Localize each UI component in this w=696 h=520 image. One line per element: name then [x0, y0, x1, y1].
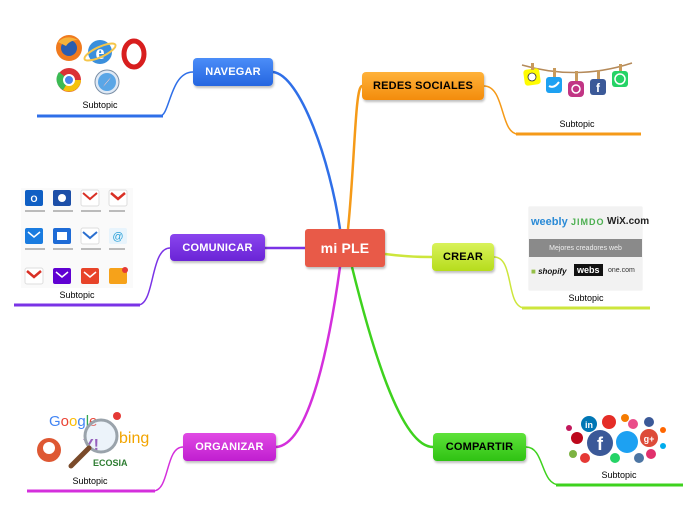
notification-mail-icon [109, 267, 128, 284]
snapchat-icon [523, 68, 541, 86]
facebook-icon: f [590, 79, 606, 95]
topic-crear-label: CREAR [442, 251, 484, 263]
topic-organizar-label: ORGANIZAR [195, 441, 264, 453]
link-organizar-sub [152, 446, 184, 492]
webs-logo: webs [574, 264, 603, 276]
gmail-red-icon [24, 267, 44, 285]
firefox-icon [56, 35, 82, 61]
link-redes-sub [483, 85, 519, 135]
subtopic-crear[interactable]: Subtopic [568, 293, 604, 303]
svg-text:g+: g+ [644, 434, 655, 444]
topic-navegar-label: NAVEGAR [205, 66, 261, 78]
link-crear [384, 252, 433, 259]
topic-redes-label: REDES SOCIALES [373, 80, 473, 92]
twitter-icon [616, 431, 638, 453]
weebly-logo: weebly [531, 216, 568, 228]
central-topic-label: mi PLE [320, 240, 370, 256]
subtopic-redes-sociales[interactable]: Subtopic [559, 119, 595, 129]
builders-banner: Mejores creadores web [529, 239, 642, 257]
link-navegar-sub [159, 71, 194, 117]
topic-navegar[interactable]: NAVEGAR [193, 58, 273, 86]
topic-compartir-label: COMPARTIR [445, 441, 514, 453]
instagram-icon [646, 449, 656, 459]
svg-text:f: f [596, 81, 601, 95]
subtopic-organizar[interactable]: Subtopic [72, 476, 108, 486]
topic-redes-sociales[interactable]: REDES SOCIALES [362, 72, 484, 100]
link-redes [346, 84, 364, 230]
subtopic-compartir[interactable]: Subtopic [601, 470, 637, 480]
messenger-icon [53, 190, 71, 206]
svg-text:O: O [30, 194, 37, 204]
twitter-icon [546, 77, 562, 93]
envelope-icon [80, 227, 100, 245]
browser-logos-image[interactable]: e [52, 32, 152, 98]
topic-comunicar[interactable]: COMUNICAR [170, 234, 265, 261]
safari-icon [94, 69, 120, 95]
svg-text:f: f [597, 434, 604, 454]
outlook-icon: O [25, 190, 43, 206]
link-organizar [275, 266, 342, 449]
youtube-icon [602, 415, 616, 429]
mail-blue-icon [25, 228, 43, 244]
linkedin-icon [581, 416, 597, 432]
subtopic-navegar[interactable]: Subtopic [82, 100, 118, 110]
subtopic-comunicar[interactable]: Subtopic [59, 290, 95, 300]
wix-logo: WiX.com [607, 216, 650, 227]
mail-apps-image[interactable]: O @ [21, 188, 133, 288]
shopify-logo: ■ shopify [531, 267, 567, 276]
link-compartir-sub [525, 446, 561, 486]
orange-mail-icon [81, 268, 99, 284]
bing-logo: bing [119, 430, 149, 447]
topic-comunicar-label: COMUNICAR [182, 241, 253, 254]
link-comunicar-sub [137, 247, 171, 306]
whatsapp-icon [612, 71, 628, 87]
social-media-cloud-image[interactable]: in f g+ [565, 410, 669, 466]
link-crear-sub [493, 256, 526, 309]
whatsapp-icon [610, 453, 620, 463]
magnifier-icon [68, 418, 119, 469]
ecosia-logo: ECOSIA [93, 458, 128, 468]
dribbble-icon [628, 419, 638, 429]
central-topic[interactable]: mi PLE [305, 229, 385, 267]
windows-mail-icon [53, 228, 71, 244]
onecom-logo: one.com [608, 267, 635, 274]
topic-organizar[interactable]: ORGANIZAR [183, 433, 276, 461]
facebook-icon [587, 430, 613, 456]
link-compartir [350, 266, 434, 449]
svg-text:e: e [96, 42, 105, 64]
link-navegar [272, 70, 342, 230]
svg-text:@: @ [112, 231, 123, 243]
gmail-icon [108, 189, 128, 207]
instagram-icon [568, 81, 584, 97]
topic-crear[interactable]: CREAR [432, 243, 494, 271]
red-dot-icon [113, 412, 121, 420]
social-icons-image[interactable]: f [520, 55, 634, 107]
google-plus-icon [640, 429, 658, 447]
yahoo-mail-icon [53, 268, 71, 284]
website-builders-image[interactable]: weebly JIMDO WiX.com Mejores creadores w… [529, 207, 649, 290]
jimdo-logo: JIMDO [571, 217, 605, 227]
mail-app-icon [80, 189, 100, 207]
internet-explorer-icon: e [83, 40, 117, 64]
opera-icon [121, 38, 147, 70]
topic-compartir[interactable]: COMPARTIR [433, 433, 526, 461]
svg-text:in: in [585, 420, 593, 430]
pinterest-icon [571, 432, 583, 444]
chrome-icon [56, 68, 81, 92]
at-mail-icon: @ [109, 228, 127, 244]
search-engines-image[interactable]: Google bing Y! ECOSIA [35, 408, 150, 474]
